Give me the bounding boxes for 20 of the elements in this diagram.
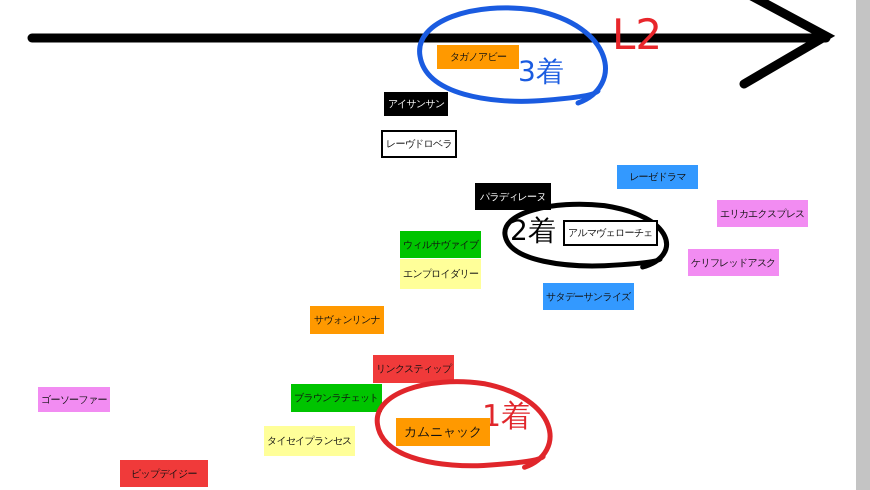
horse-name-tag: レーヴドロベラ xyxy=(381,130,457,158)
place-label: 3着 xyxy=(518,58,564,86)
horse-name-tag: リンクスティップ xyxy=(373,355,454,383)
horse-name-tag: ウィルサヴァイブ xyxy=(400,231,482,258)
place-label: 2着 xyxy=(510,217,556,245)
horse-name-tag: ピップデイジー xyxy=(120,460,208,487)
horse-name-tag: ブラウンラチェット xyxy=(291,384,382,412)
horse-name-tag: カムニャック xyxy=(396,418,490,446)
horse-name-tag: サヴォンリンナ xyxy=(310,306,384,334)
horse-name-tag: タガノアビー xyxy=(437,45,519,69)
horse-name-tag: レーゼドラマ xyxy=(617,165,698,189)
horse-name-tag: ケリフレッドアスク xyxy=(688,249,779,276)
horse-name-tag: タイセイプランセス xyxy=(264,426,355,456)
horse-name-tag: エンプロイダリー xyxy=(400,259,482,289)
horse-name-tag: ゴーソーファー xyxy=(38,387,110,412)
horse-name-tag: アルマヴェローチェ xyxy=(563,220,658,246)
horse-name-tag: パラディレーヌ xyxy=(475,183,551,210)
horse-name-tag: アイサンサン xyxy=(384,92,448,116)
horse-name-tag: サタデーサンライズ xyxy=(543,283,634,310)
horse-name-tag: エリカエクスプレス xyxy=(717,200,808,227)
